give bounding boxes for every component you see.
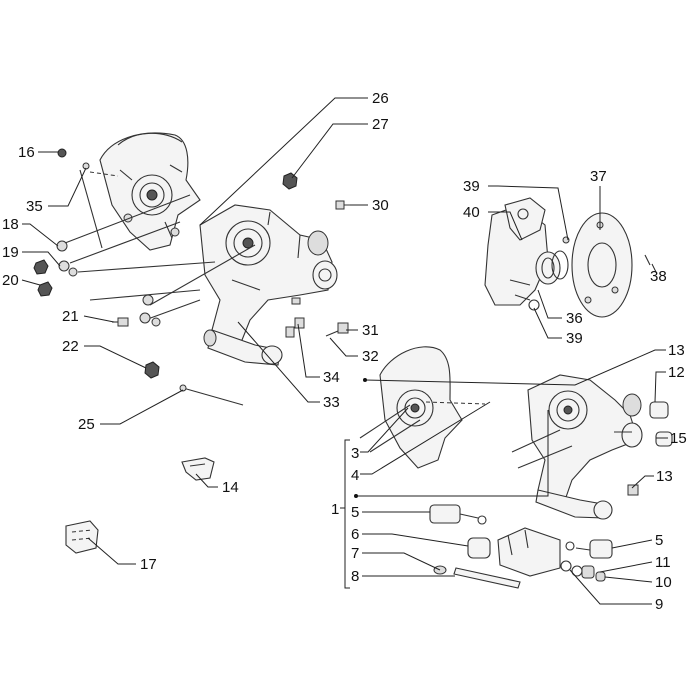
callout-17: 17 bbox=[140, 556, 157, 573]
callout-4: 4 bbox=[351, 467, 359, 484]
callout-38: 38 bbox=[650, 268, 667, 285]
callout-16: 16 bbox=[18, 144, 35, 161]
callout-37: 37 bbox=[590, 168, 607, 185]
callout-12: 12 bbox=[668, 364, 685, 381]
callout-11: 11 bbox=[655, 554, 671, 571]
callout-39-top: 39 bbox=[463, 178, 480, 195]
callout-13-top: 13 bbox=[668, 342, 685, 359]
callout-22: 22 bbox=[62, 338, 79, 355]
crankcase-right-complete bbox=[511, 374, 643, 520]
callout-labels: 1 3 4 5 5 6 7 8 9 10 11 12 13 13 14 15 1… bbox=[2, 90, 687, 613]
bracket-dot-13 bbox=[363, 378, 367, 382]
callout-39-bottom: 39 bbox=[566, 330, 583, 347]
callout-8: 8 bbox=[351, 568, 359, 585]
crankcase-left-half bbox=[89, 132, 201, 251]
callout-31: 31 bbox=[362, 322, 379, 339]
callout-26: 26 bbox=[372, 90, 389, 107]
small-hardware-top bbox=[112, 172, 360, 406]
callout-40: 40 bbox=[463, 204, 480, 221]
bracket-part bbox=[181, 457, 215, 481]
rubber-damper bbox=[65, 520, 99, 554]
bushings-and-pivot bbox=[429, 401, 673, 589]
callout-3: 3 bbox=[351, 445, 359, 462]
leader-lines bbox=[21, 97, 668, 605]
bracket-dot-3 bbox=[354, 494, 358, 498]
crankcase-left-complete bbox=[359, 346, 486, 469]
callout-6: 6 bbox=[351, 526, 359, 543]
callout-9: 9 bbox=[655, 596, 663, 613]
crankcase-right-half bbox=[199, 204, 338, 366]
callout-32: 32 bbox=[362, 348, 379, 365]
callout-5-left: 5 bbox=[351, 504, 359, 521]
callout-14: 14 bbox=[222, 479, 239, 496]
callout-7: 7 bbox=[351, 545, 359, 562]
callout-25: 25 bbox=[78, 416, 95, 433]
callout-19: 19 bbox=[2, 244, 19, 261]
callout-34: 34 bbox=[323, 369, 340, 386]
callout-10: 10 bbox=[655, 574, 672, 591]
callout-21: 21 bbox=[62, 308, 79, 325]
callout-20: 20 bbox=[2, 272, 19, 289]
callout-33: 33 bbox=[323, 394, 340, 411]
stud-bolts-left bbox=[64, 169, 256, 321]
callout-1: 1 bbox=[331, 501, 339, 518]
callout-36: 36 bbox=[566, 310, 583, 327]
callout-13-bottom: 13 bbox=[656, 468, 673, 485]
callout-15: 15 bbox=[670, 430, 687, 447]
cover-assembly bbox=[484, 197, 651, 318]
callout-27: 27 bbox=[372, 116, 389, 133]
callout-30: 30 bbox=[372, 197, 389, 214]
callout-5-right: 5 bbox=[655, 532, 663, 549]
callout-35: 35 bbox=[26, 198, 43, 215]
nuts-and-washers-left bbox=[33, 148, 161, 327]
callout-18: 18 bbox=[2, 216, 19, 233]
